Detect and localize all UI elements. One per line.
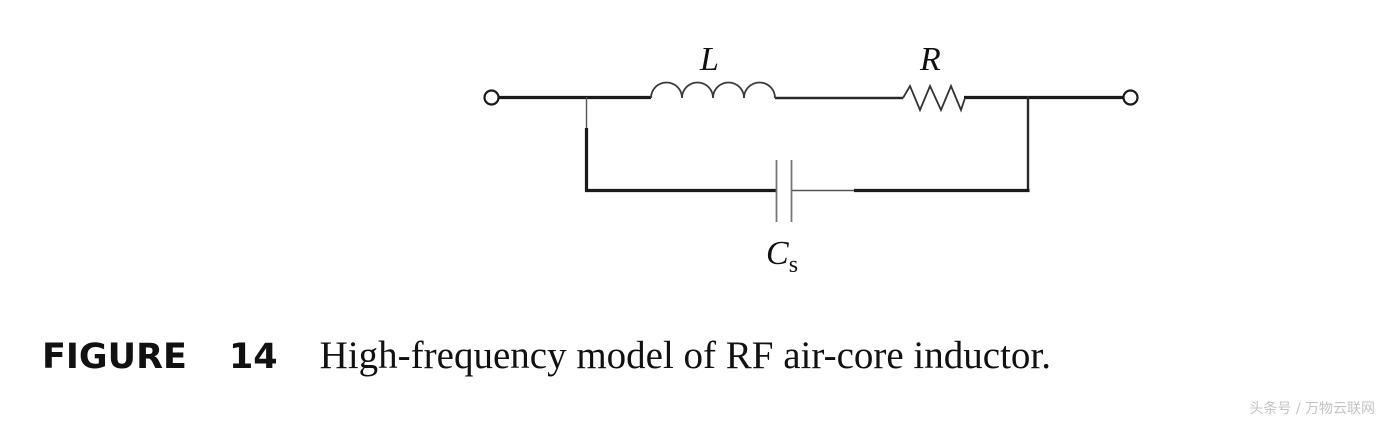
inductor-L-symbol (650, 81, 776, 99)
figure-caption-text: High-frequency model of RF air-core indu… (319, 334, 1051, 377)
capacitor-label: Cs (766, 235, 798, 278)
inductor-label: L (699, 41, 719, 78)
watermark: 头条号 / 万物云联网 (1249, 401, 1375, 417)
right-terminal-icon (1122, 89, 1139, 106)
figure-caption: FIGURE 14 High-frequency model of RF air-c… (42, 333, 1051, 378)
resistor-R-symbol (902, 83, 966, 113)
figure-number: 14 (228, 337, 278, 377)
capacitor-label-main: C (766, 235, 789, 272)
resistor-label: R (919, 41, 941, 78)
left-terminal-icon (483, 89, 500, 106)
capacitor-label-subscript: s (789, 252, 798, 278)
figure-label: FIGURE (42, 337, 187, 377)
